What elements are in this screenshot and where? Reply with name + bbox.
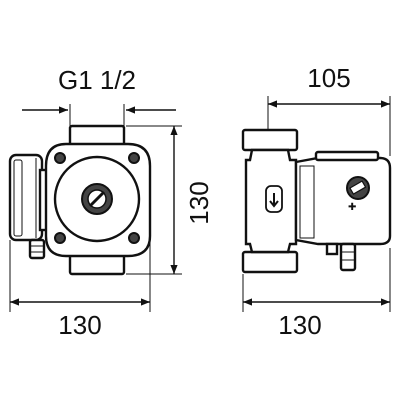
bolt [128,232,140,244]
terminal-box [8,153,44,242]
svg-text:✚: ✚ [348,202,356,213]
bolt [54,232,66,244]
front-width-label: 130 [58,310,101,340]
cable-gland-side [339,242,357,272]
bolt [54,152,66,164]
dimension-side-width: 130 [242,248,391,340]
side-view: ✚ [241,128,392,274]
side-width-label: 130 [278,310,321,340]
thread-size-label: G1 1/2 [58,65,136,95]
dimension-front-width: 130 [9,240,151,340]
dimension-front-height: 130 [126,125,214,275]
motor-side [294,156,392,246]
dimension-thread: G1 1/2 [22,65,176,128]
front-view [8,124,152,276]
cable-gland [28,238,46,260]
dimension-side-depth: 105 [267,63,391,156]
side-depth-label: 105 [307,63,350,93]
flow-direction-icon [269,193,279,208]
front-height-label: 130 [184,181,214,224]
bolt [128,152,140,164]
